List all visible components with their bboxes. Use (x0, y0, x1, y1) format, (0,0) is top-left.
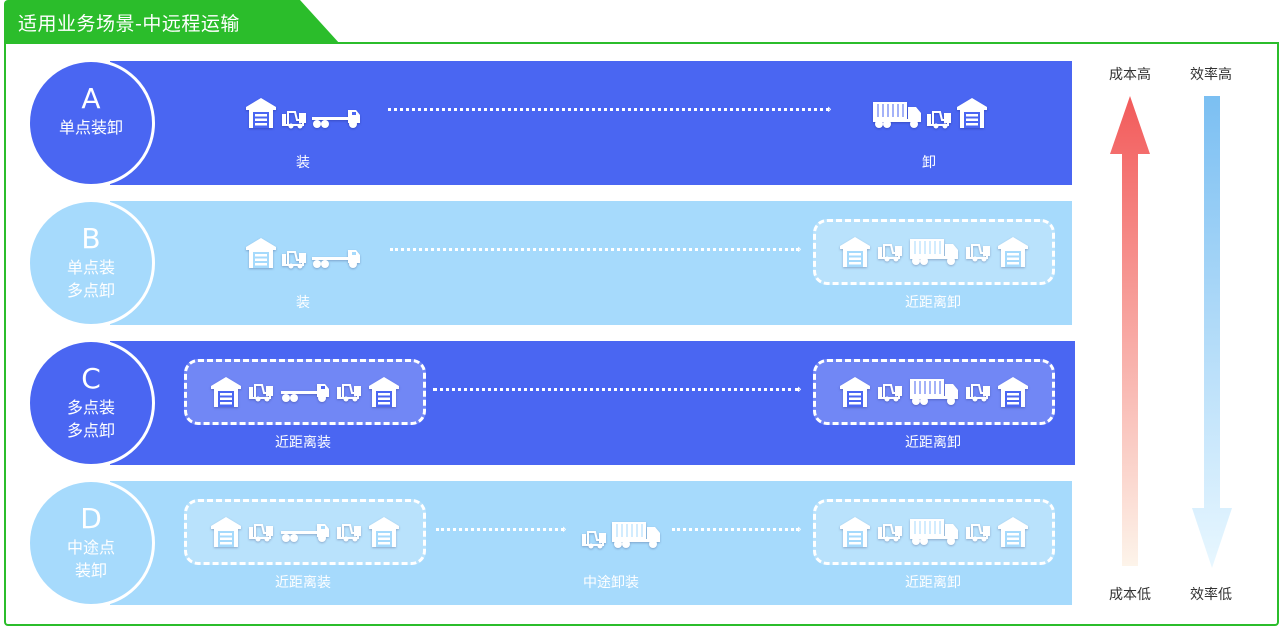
scenario-letter: D (80, 502, 102, 535)
forklift-icon (281, 109, 307, 129)
stop-group (240, 229, 366, 269)
scenario-name: 单点装卸 (58, 118, 123, 137)
forklift-icon (581, 529, 607, 549)
cost-arrow-icon (1110, 96, 1150, 566)
warehouse-icon (839, 236, 871, 268)
stop-group-box (184, 359, 426, 425)
forklift-icon (965, 522, 991, 542)
route-arrow-icon: › (797, 382, 802, 396)
warehouse-icon (210, 376, 242, 408)
stop-group (240, 89, 366, 129)
forklift-icon (965, 242, 991, 262)
warehouse-icon (368, 376, 400, 408)
stop-label: 装 (296, 155, 310, 171)
efficiency-high-label: 效率高 (1190, 67, 1232, 83)
forklift-icon (926, 109, 952, 129)
section-title-tab: 适用业务场景-中远程运输 (4, 0, 340, 44)
warehouse-icon (245, 97, 277, 129)
forklift-icon (965, 382, 991, 402)
forklift-icon (248, 522, 274, 542)
scenario-badge: C 多点装多点卸 (27, 339, 155, 467)
stop-label: 近距离卸 (905, 295, 961, 311)
forklift-icon (336, 522, 362, 542)
content-frame (4, 42, 1279, 626)
scenario-name: 多点卸 (66, 421, 115, 440)
scenario-name: 多点装 (66, 398, 115, 417)
stop-group (864, 89, 996, 129)
route-arrow-icon: › (797, 522, 802, 536)
stop-label: 近距离卸 (905, 575, 961, 591)
forklift-icon (248, 382, 274, 402)
box-truck-icon (909, 378, 959, 406)
route-arrow-icon: › (827, 102, 832, 116)
stop-group-box (813, 359, 1055, 425)
forklift-icon (877, 382, 903, 402)
trailer-truck-icon (311, 247, 361, 269)
box-truck-icon (909, 518, 959, 546)
cost-low-label: 成本低 (1109, 587, 1151, 603)
scenario-letter: B (81, 222, 101, 255)
forklift-icon (281, 249, 307, 269)
trailer-truck-icon (311, 107, 361, 129)
route-dotted-line (390, 248, 799, 251)
scenario-letter: C (81, 362, 101, 395)
efficiency-arrow-icon (1192, 96, 1232, 568)
efficiency-low-label: 效率低 (1190, 587, 1232, 603)
warehouse-icon (997, 376, 1029, 408)
stop-group (576, 509, 666, 549)
scenario-name: 中途点 (66, 538, 115, 557)
forklift-icon (877, 522, 903, 542)
warehouse-icon (210, 516, 242, 548)
warehouse-icon (997, 236, 1029, 268)
box-truck-icon (909, 238, 959, 266)
trailer-truck-icon (280, 381, 330, 403)
warehouse-icon (956, 97, 988, 129)
trailer-truck-icon (280, 521, 330, 543)
stop-group-box (813, 219, 1055, 285)
route-dotted-line (388, 108, 829, 111)
route-arrow-icon: › (562, 522, 567, 536)
route-arrow-icon: › (797, 242, 802, 256)
warehouse-icon (997, 516, 1029, 548)
forklift-icon (336, 382, 362, 402)
scenario-badge: D 中途点装卸 (27, 479, 155, 607)
scenario-letter: A (81, 82, 101, 115)
stop-label: 装 (296, 295, 310, 311)
box-truck-icon (872, 101, 922, 129)
route-dotted-line (436, 528, 564, 531)
scenario-name: 单点装 (66, 258, 115, 277)
route-dotted-line (433, 388, 799, 391)
forklift-icon (877, 242, 903, 262)
stop-group-box (813, 499, 1055, 565)
cost-high-label: 成本高 (1109, 67, 1151, 83)
scenario-badge: A 单点装卸 (27, 59, 155, 187)
box-truck-icon (611, 521, 661, 549)
route-dotted-line (672, 528, 799, 531)
scenario-badge: B 单点装多点卸 (27, 199, 155, 327)
stop-label: 近距离装 (275, 435, 331, 451)
section-title: 适用业务场景-中远程运输 (18, 13, 240, 35)
warehouse-icon (368, 516, 400, 548)
scenario-name: 多点卸 (66, 281, 115, 300)
stop-label: 卸 (922, 155, 936, 171)
stop-label: 中途卸装 (583, 575, 639, 591)
warehouse-icon (839, 376, 871, 408)
stop-group-box (184, 499, 426, 565)
stop-label: 近距离装 (275, 575, 331, 591)
scenario-name: 装卸 (74, 561, 107, 580)
stop-label: 近距离卸 (905, 435, 961, 451)
warehouse-icon (839, 516, 871, 548)
warehouse-icon (245, 237, 277, 269)
